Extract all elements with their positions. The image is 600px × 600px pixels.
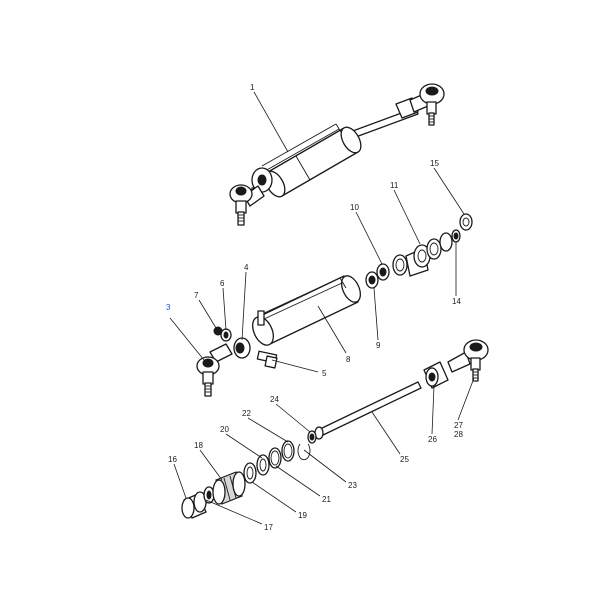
piston-rod-25 [314,381,422,440]
callout-28: 28 [454,430,463,439]
callout-11: 11 [390,181,399,190]
callout-10: 10 [350,203,359,212]
gland-18 [212,471,246,505]
ram-cylinder-body [261,123,362,198]
callout-20: 20 [220,425,229,434]
callout-7: 7 [194,291,199,300]
circlip-23 [297,443,311,461]
callout-labels: 1 3 4 5 6 7 8 9 10 11 14 15 16 17 18 19 … [166,83,463,532]
washer-7 [213,326,223,336]
callout-27: 27 [454,421,463,430]
callout-19: 19 [298,511,307,520]
nut-6 [220,328,232,342]
callout-23: 23 [348,481,357,490]
ram-left-ball-joint [229,184,265,226]
callout-21: 21 [322,495,331,504]
callout-4: 4 [244,263,249,272]
callout-5: 5 [322,369,327,378]
callout-9: 9 [376,341,381,350]
circlip-24 [307,430,317,444]
callout-24: 24 [270,395,279,404]
complete-steering-ram [229,83,445,226]
cylinder-8 [252,275,362,346]
callout-1: 1 [250,83,255,92]
ring-20 [256,454,270,476]
callout-15: 15 [430,159,439,168]
callout-18: 18 [194,441,203,450]
callout-14: 14 [452,297,461,306]
callout-26: 26 [428,435,437,444]
seal-kit-11 [392,232,453,277]
washer-15 [459,213,473,231]
o-ring-19 [243,462,257,484]
nut-9 [365,271,379,289]
callout-16: 16 [168,455,177,464]
ram-right-ball-joint [409,83,445,126]
ring-21 [268,447,282,469]
callout-3: 3 [166,303,171,312]
ring-14 [451,229,461,243]
ball-joint-3 [196,343,233,397]
ring-17 [203,486,215,504]
callout-6: 6 [220,279,225,288]
bolt-5 [256,350,278,369]
end-cap-16 [181,491,207,519]
sleeve-26 [423,361,449,389]
callout-17: 17 [264,523,273,532]
leader-lines [169,91,475,525]
callout-8: 8 [346,355,351,364]
ring-22 [281,440,295,462]
ring-10 [376,263,390,281]
bush-4 [233,337,251,359]
callout-22: 22 [242,409,251,418]
ball-joint-27-28 [447,339,489,382]
callout-25: 25 [400,455,409,464]
